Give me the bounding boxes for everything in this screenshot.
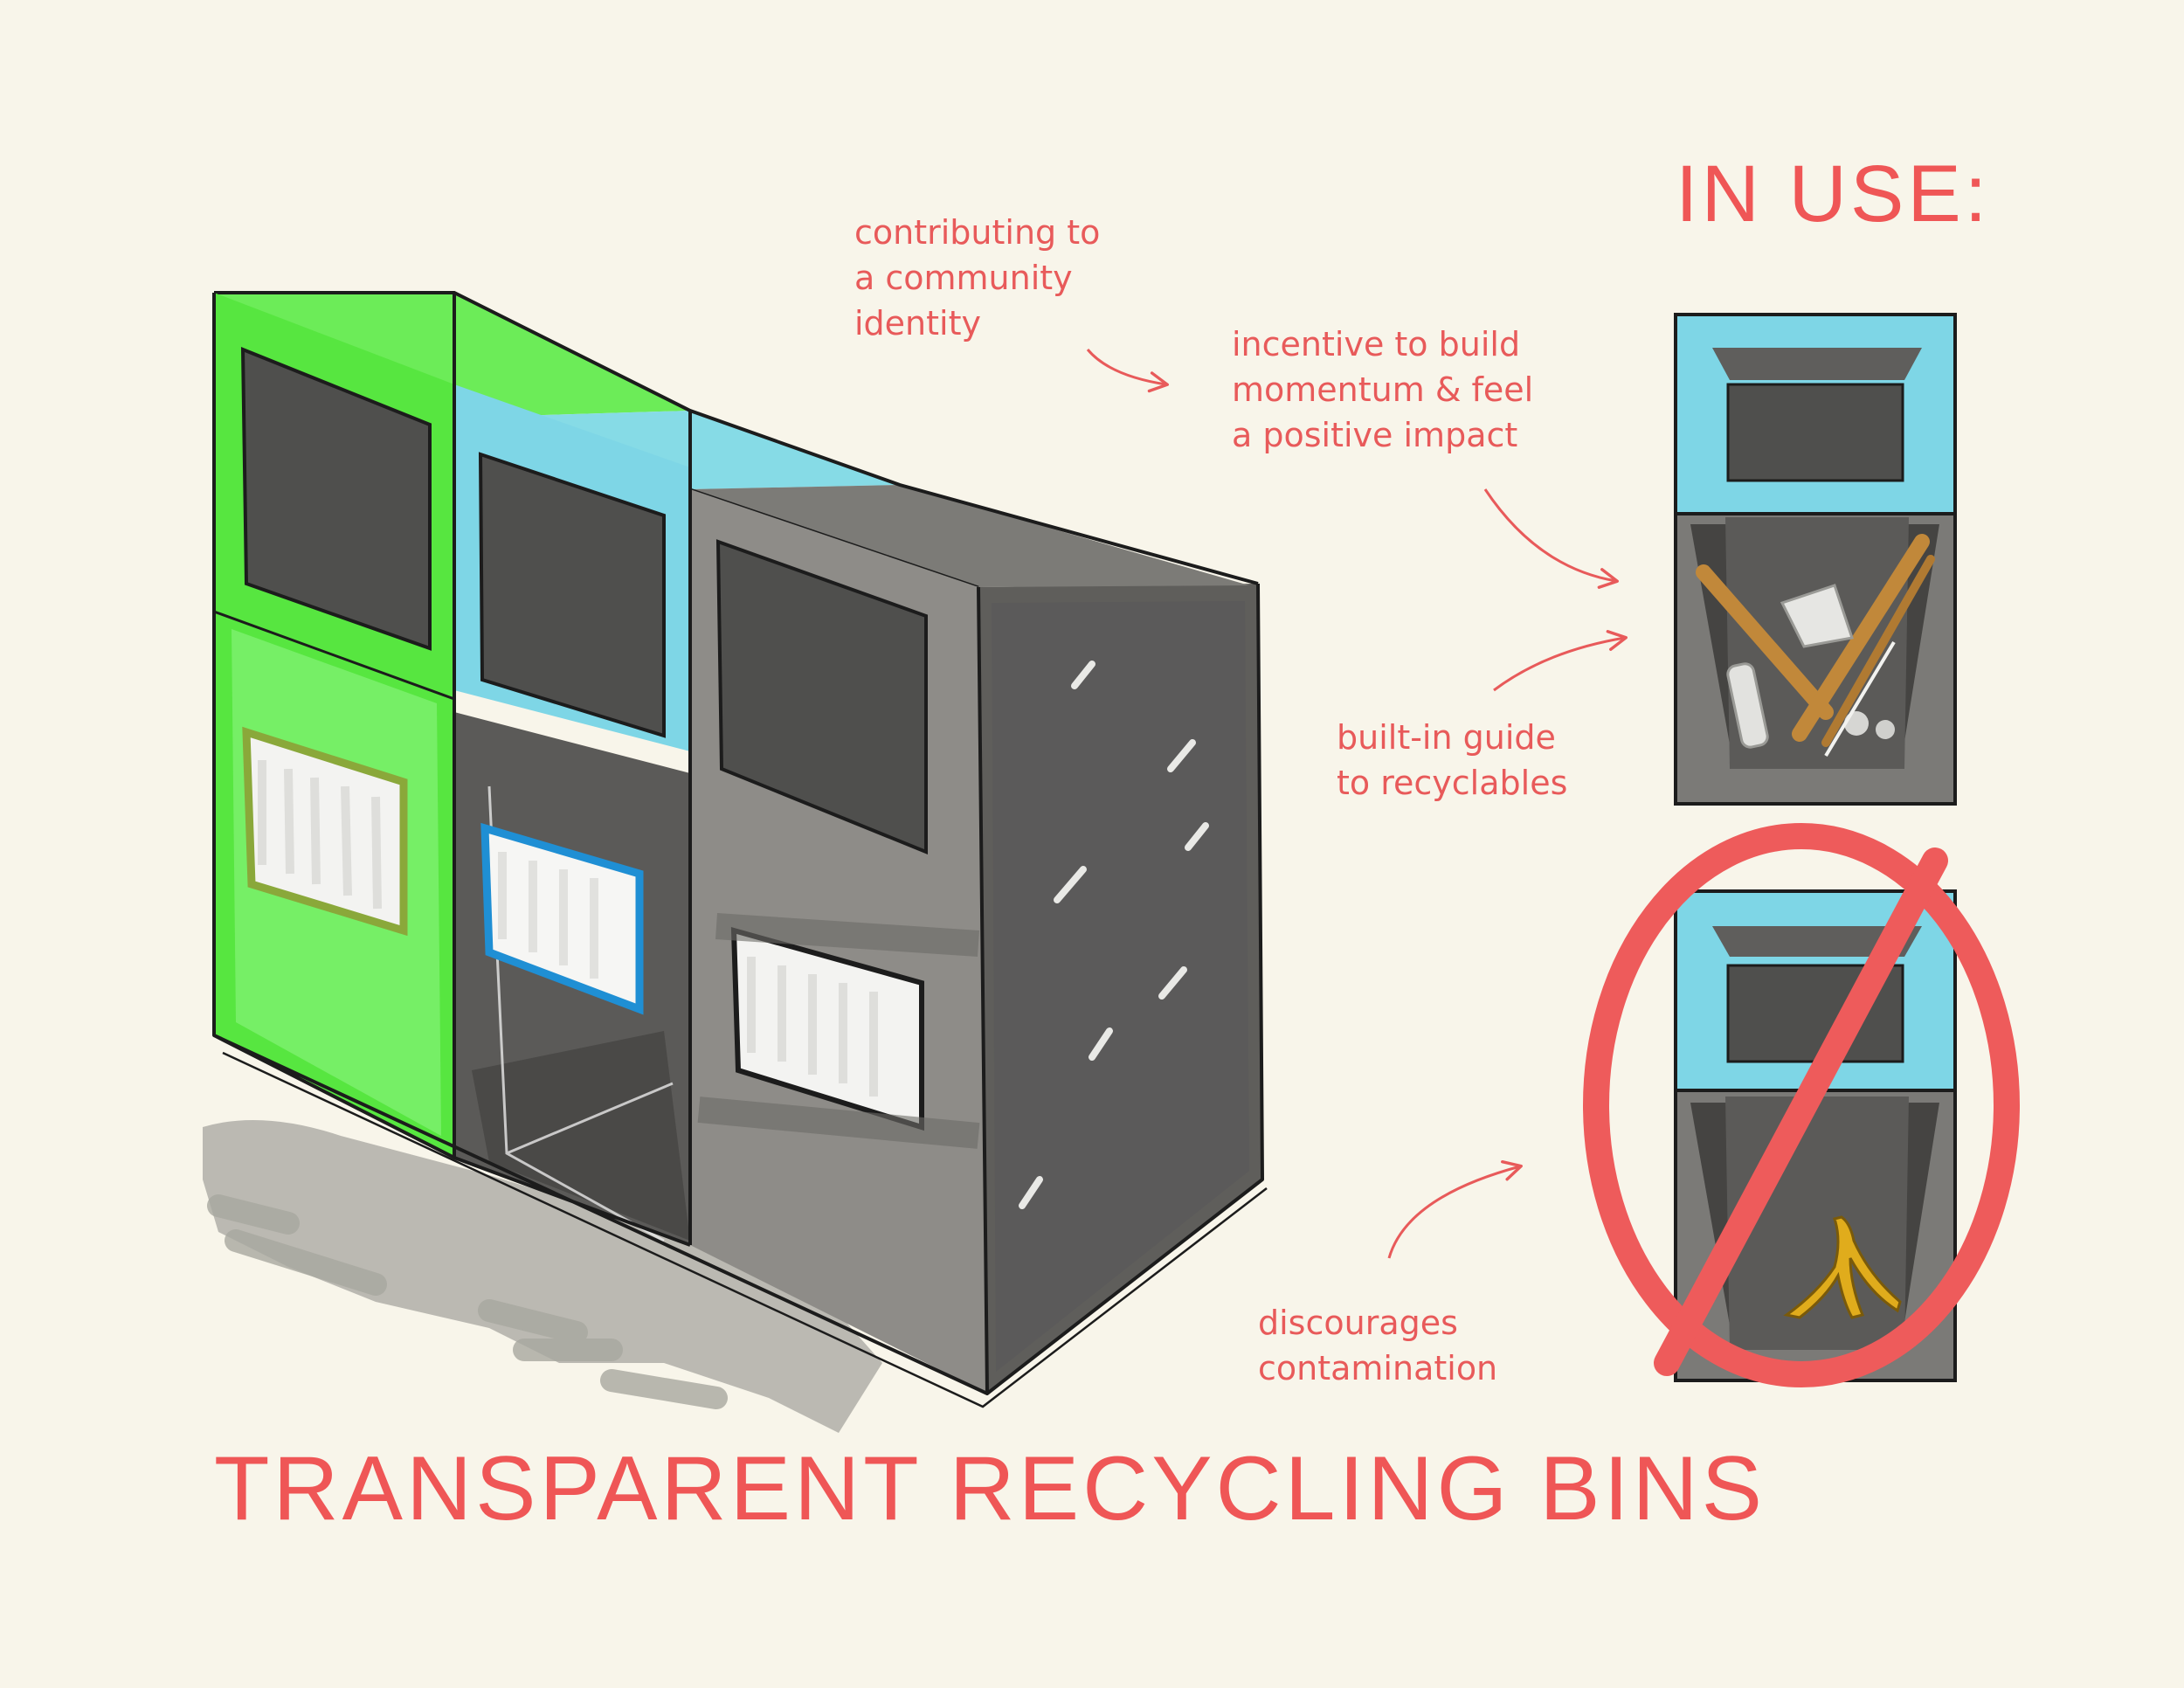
gray-bin-window [715, 539, 928, 854]
plastic-cup-icon [1780, 584, 1854, 648]
in-use-bin-example [1674, 313, 1957, 806]
blue-bin-window [478, 452, 666, 738]
annotation-discourages-contamination: discourages contamination [1258, 1304, 1498, 1387]
annotation-community-identity: contributing to a community identity [854, 213, 1101, 342]
crossed-circle-icon [1583, 823, 2020, 1387]
in-use-heading: IN USE: [1676, 149, 1991, 239]
recycling-bin-cluster [203, 291, 1268, 1433]
bin-roof-gray [690, 485, 1249, 587]
banana-peel-icon [1783, 1215, 1902, 1319]
green-bin-window [240, 347, 432, 651]
arrow-icon [1387, 1160, 1523, 1259]
arrow-icon [1086, 349, 1169, 393]
page-title: TRANSPARENT RECYCLING BINS [214, 1438, 1766, 1539]
arrow-icon [1483, 488, 1619, 589]
annotation-arrows [1086, 349, 1628, 1259]
floor-shadow [203, 1120, 882, 1433]
plastic-bottle-icon [1726, 662, 1769, 749]
annotation-incentive: incentive to build momentum & feel a pos… [1232, 325, 1534, 454]
annotation-built-in-guide: built-in guide to recyclables [1337, 718, 1568, 802]
floor-shadow-streaks [207, 1194, 728, 1409]
chopstick-icon [1696, 534, 1935, 747]
arrow-icon [1493, 630, 1628, 692]
contaminated-bin-example [1583, 823, 2020, 1387]
